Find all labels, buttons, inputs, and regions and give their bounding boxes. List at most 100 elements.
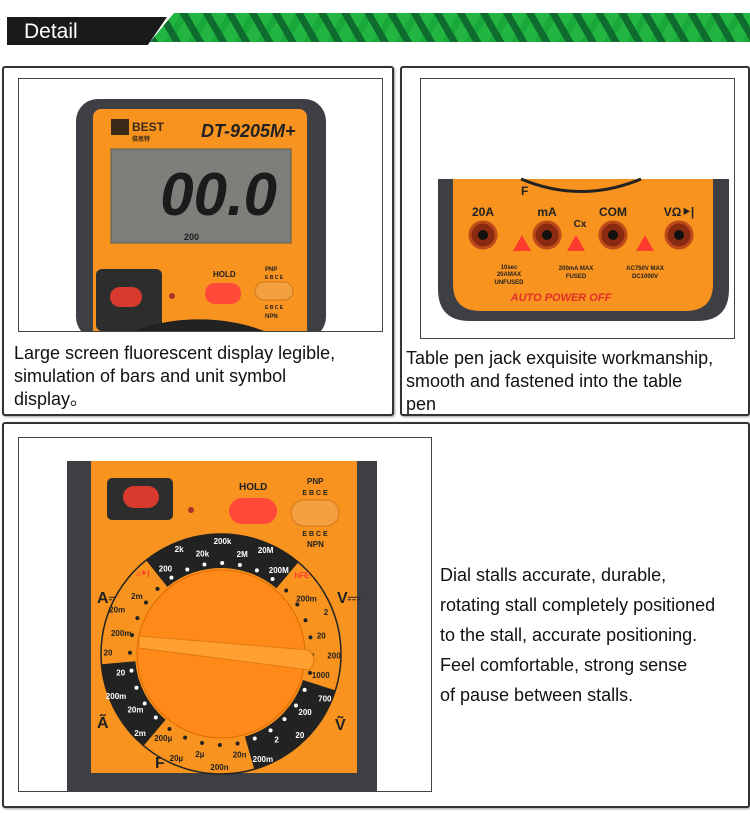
knob-pointer[interactable] [138,635,315,671]
dial-position-dot [284,588,289,593]
svg-text:200mA MAX: 200mA MAX [559,266,593,272]
dial-range-segment [244,680,336,770]
svg-text:BEST: BEST [132,120,165,134]
dial-caption: Dial stalls accurate, durable,rotating s… [440,565,716,705]
dial-position-dot [252,736,257,741]
power-button[interactable] [110,287,142,307]
svg-text:PNP: PNP [307,477,324,486]
svg-text:V⎓: V⎓ [337,590,361,607]
dial-position-label: 20k [196,550,210,559]
dial-position-dot [144,600,149,605]
dial-position-label: 2k [175,545,184,554]
jacks-photo: F 20A mA COM VΩ⯈| Cx 10sec 20AMAX UNFUSE… [420,78,735,339]
dial-position-dot [200,741,205,746]
led-indicator [169,293,175,299]
dial-position-label: 2m [134,729,146,738]
warning-icon [513,235,654,251]
dial-position-label: hFE [294,571,310,580]
dial-position-label: 1000 [312,671,330,680]
dial-position-label: 200 [327,651,341,660]
svg-text:F: F [521,184,528,198]
dial-position-dot [293,703,298,708]
dial-position-dot [185,567,190,572]
decorative-stripe [150,13,750,42]
dial-position-dot [167,726,172,731]
svg-text:PNP: PNP [265,267,277,273]
auto-power-off-label: AUTO POWER OFF [510,292,612,304]
dial-position-dot [308,670,313,675]
dial-position-dot [235,741,240,746]
jack-label-com: COM [599,205,627,219]
lcd-reading: 00.0 [160,161,277,228]
display-photo: BEST 倍思特 DT-9205M+ 00.0 200 HOLD PNP E B… [18,78,383,332]
dial-position-label: 20m [127,706,143,715]
dial-position-label: 20µ [170,754,184,763]
section-header-bar [7,17,167,45]
dial-position-dot [128,650,133,655]
dial-position-label: 2M [237,550,248,559]
dial-position-label: 700 [318,695,332,704]
svg-text:HOLD: HOLD [213,270,236,279]
dial-position-dot [129,633,134,638]
dial-position-dot [155,586,160,591]
jack-label-ma: mA [537,205,557,219]
pnp-pin-labels: E B C E [265,275,284,281]
dial-position-dot [142,701,147,706]
dial-position-dot [220,561,225,566]
npn-pin-labels: E B C E [302,531,328,538]
jacks-caption: Table pen jack exquisite workmanship,smo… [406,348,714,414]
dial-position-dot [153,715,158,720]
dial-position-dot [202,562,207,567]
dial-position-dot [134,685,139,690]
jack-label-v: VΩ⯈| [664,205,695,219]
npn-pin-labels: E B C E [265,305,284,311]
section-title: Detail [24,20,78,43]
dial-position-dot [254,568,259,573]
dial-position-label: 20n [233,750,247,759]
hfe-socket [290,499,340,527]
jack-label-20a: 20A [472,205,494,219]
dial-position-dot [217,742,222,747]
svg-text:NPN: NPN [265,314,278,320]
svg-text:NPN: NPN [307,540,324,549]
dial-position-label: 20 [104,649,113,658]
dial-position-label: 20M [258,546,274,555]
dial-position-dot [302,687,307,692]
hfe-socket [254,281,294,301]
svg-text:Ã: Ã [97,712,109,732]
dial-position-label: 200M [269,566,289,575]
dial-position-dot [183,735,188,740]
dial-range-segment [101,661,166,746]
display-caption: Large screen fluorescent display legible… [14,343,336,409]
dial-position-label: 20 [295,731,304,740]
dial-position-label: 200 [159,564,173,573]
svg-text:倍思特: 倍思特 [132,135,150,143]
brand-logo: BEST 倍思特 [111,119,165,143]
dial-position-label: 2µ [195,750,204,759]
svg-text:20AMAX: 20AMAX [497,272,521,278]
hold-button[interactable] [229,498,277,524]
power-button[interactable] [123,486,159,508]
dial-position-dot [270,577,275,582]
dial-position-label: 20 [116,669,125,678]
dial-position-label: 2m [131,592,143,601]
svg-text:AC750V MAX: AC750V MAX [626,266,664,272]
dial-position-dot [308,635,313,640]
dial-position-label: 20m [109,605,125,614]
hold-button[interactable] [205,283,241,304]
jacks [468,220,694,250]
dial-position-dot [237,562,242,567]
dial-position-label: 2 [324,608,329,617]
dial-position-label: 200k [214,537,232,546]
dial-position-dot [169,575,174,580]
dial-position-dot [135,616,140,621]
svg-text:F: F [155,755,165,772]
dial-position-label: 200m [253,755,273,764]
dial-position-dot [282,717,287,722]
svg-text:UNFUSED: UNFUSED [494,280,524,286]
svg-text:Cx: Cx [574,219,587,230]
svg-text:Ṽ: Ṽ [335,714,346,734]
svg-text:FUSED: FUSED [566,274,587,280]
dial-position-label: 20 [317,631,326,640]
